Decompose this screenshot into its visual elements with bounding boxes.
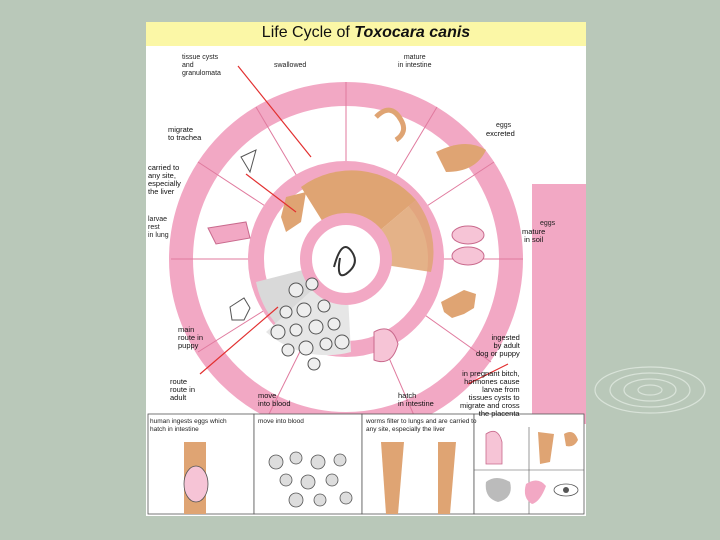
label-tissue-cysts: tissue cysts and granulomata	[182, 54, 221, 78]
label-eggs-mature: mature in soil	[522, 228, 545, 244]
panel1-caption: human ingests eggs which hatch in intest…	[150, 418, 252, 433]
label-hatch-intestine: hatch in intestine	[398, 392, 434, 408]
center-circle	[306, 219, 386, 299]
egg-mature-1	[452, 226, 484, 244]
label-mature-intestine: mature in intestine	[398, 54, 431, 70]
label-ingested-dog: ingested by adult dog or puppy	[476, 334, 520, 358]
label-main-route-puppy: main route in puppy	[178, 326, 203, 350]
label-migrate-trachea: migrate to trachea	[168, 126, 201, 142]
egg-mature-2	[452, 247, 484, 265]
label-eggs-excreted: excreted	[486, 130, 515, 138]
lungs-icon	[486, 431, 502, 464]
eye-pupil-icon	[563, 487, 569, 493]
label-carried-to-any-site: carried to any site, especially the live…	[148, 164, 181, 196]
label-swallowed: swallowed	[274, 62, 306, 70]
label-pregnant-bitch: in pregnant bitch, hormones cause larvae…	[460, 370, 520, 418]
life-cycle-slide: Life Cycle of Toxocara canis	[146, 22, 586, 516]
life-cycle-diagram	[146, 22, 586, 516]
panel2-caption: move into blood	[258, 418, 358, 426]
label-move-blood: move into blood	[258, 392, 291, 408]
panel3-caption: worms filter to lungs and are carried to…	[366, 418, 474, 433]
label-larvae-rest-lung: larvae rest in lung	[148, 216, 169, 240]
panel1-egg	[184, 466, 208, 502]
label-route-adult: route route in adult	[170, 378, 195, 402]
